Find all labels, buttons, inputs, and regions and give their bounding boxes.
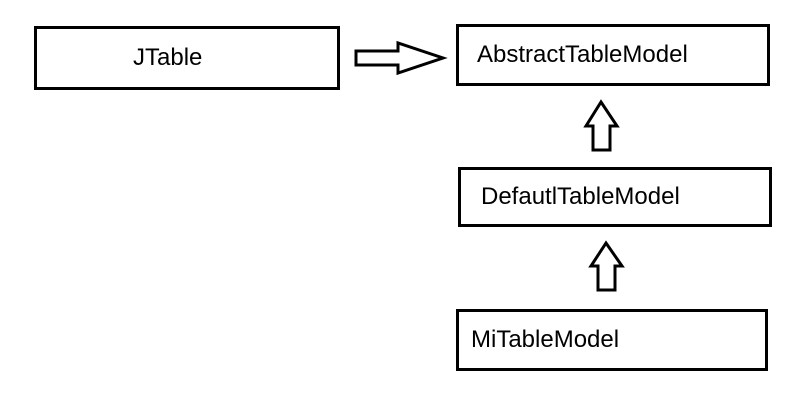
jtable-box: JTable — [34, 26, 340, 90]
right-arrow-icon — [354, 40, 448, 76]
jtable-label: JTable — [133, 44, 203, 71]
default-table-model-box: DefautlTableModel — [458, 167, 772, 227]
default-table-model-label: DefautlTableModel — [481, 183, 680, 210]
mi-table-model-label: MiTableModel — [471, 326, 620, 353]
abstract-table-model-box: AbstractTableModel — [456, 24, 770, 86]
up-arrow-icon — [588, 240, 625, 292]
abstract-table-model-label: AbstractTableModel — [477, 41, 688, 68]
up-arrow-icon — [583, 99, 620, 152]
mi-table-model-box: MiTableModel — [456, 309, 768, 371]
